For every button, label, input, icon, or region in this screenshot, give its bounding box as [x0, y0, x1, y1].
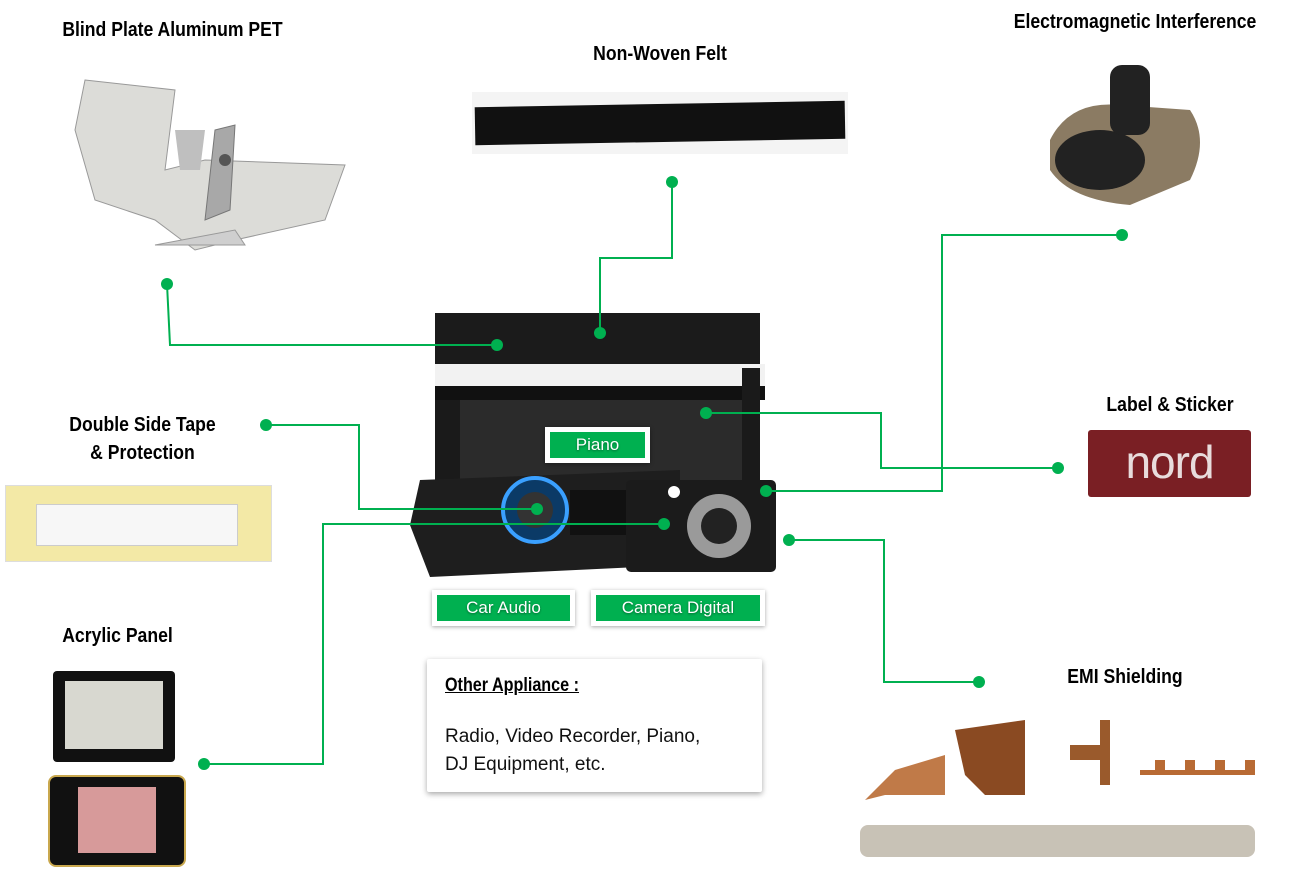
double-side-tape-line1: Double Side Tape: [69, 414, 216, 436]
double-side-tape-line2: & Protection: [90, 442, 195, 464]
emi-interference-material-dot: [1116, 229, 1128, 241]
other-appliance-list: Radio, Video Recorder, Piano, DJ Equipmen…: [445, 723, 700, 779]
label-sticker-connector: [706, 412, 1058, 469]
camera-digital-tag: Camera Digital: [591, 590, 765, 626]
emi-shielding-material-dot: [973, 676, 985, 688]
emi-interference-product-dot: [760, 485, 772, 497]
emi-gasket-image: [1050, 65, 1200, 205]
acrylic-panel-connector: [204, 523, 664, 765]
acrylic-panel-image-1: [53, 671, 175, 762]
label-sticker-title: Label & Sticker: [1106, 394, 1234, 416]
nord-label-image: nord: [1088, 430, 1251, 497]
non-woven-material-dot: [666, 176, 678, 188]
blind-plate-image: [74, 79, 346, 251]
acrylic-panel-product-dot: [658, 518, 670, 530]
piano-tag: Piano: [545, 427, 650, 463]
non-woven-product-dot: [594, 327, 606, 339]
acrylic-panel-material-dot: [198, 758, 210, 770]
other-appliance-line2: DJ Equipment, etc.: [445, 754, 606, 775]
car-audio-label: Car Audio: [437, 595, 570, 621]
blind-plate-material-dot: [161, 278, 173, 290]
camera-digital-label: Camera Digital: [596, 595, 760, 621]
car-audio-tag: Car Audio: [432, 590, 575, 626]
double-side-tape-image: [5, 485, 272, 562]
double-side-tape-product-dot: [531, 503, 543, 515]
label-sticker-product-dot: [700, 407, 712, 419]
other-appliance-heading: Other Appliance :: [445, 675, 580, 696]
acrylic-panel-title: Acrylic Panel: [62, 625, 173, 647]
piano-label: Piano: [550, 432, 645, 458]
other-appliance-box: Other Appliance : Radio, Video Recorder,…: [427, 659, 762, 792]
blind-plate-connector: [166, 283, 497, 346]
emi-shielding-image: [860, 720, 1255, 857]
blind-plate-product-dot: [491, 339, 503, 351]
digital-camera-image: [626, 480, 776, 572]
emi-shielding-title: EMI Shielding: [1067, 666, 1183, 688]
acrylic-panel-image-2: [48, 775, 186, 867]
other-appliance-line1: Radio, Video Recorder, Piano,: [445, 726, 701, 747]
emi-shielding-product-dot: [783, 534, 795, 546]
non-woven-title: Non-Woven Felt: [593, 43, 727, 65]
emi-interference-title: Electromagnetic Interference: [1013, 11, 1257, 33]
double-side-tape-connector: [266, 424, 537, 510]
non-woven-felt-image: [472, 92, 848, 154]
emi-shielding-connector: [789, 539, 979, 683]
emi-interference-connector: [766, 234, 1122, 492]
double-side-tape-material-dot: [260, 419, 272, 431]
non-woven-connector: [599, 182, 673, 333]
blind-plate-title: Blind Plate Aluminum PET: [62, 19, 283, 41]
label-sticker-material-dot: [1052, 462, 1064, 474]
double-side-tape-title: Double Side Tape & Protection: [57, 411, 229, 467]
